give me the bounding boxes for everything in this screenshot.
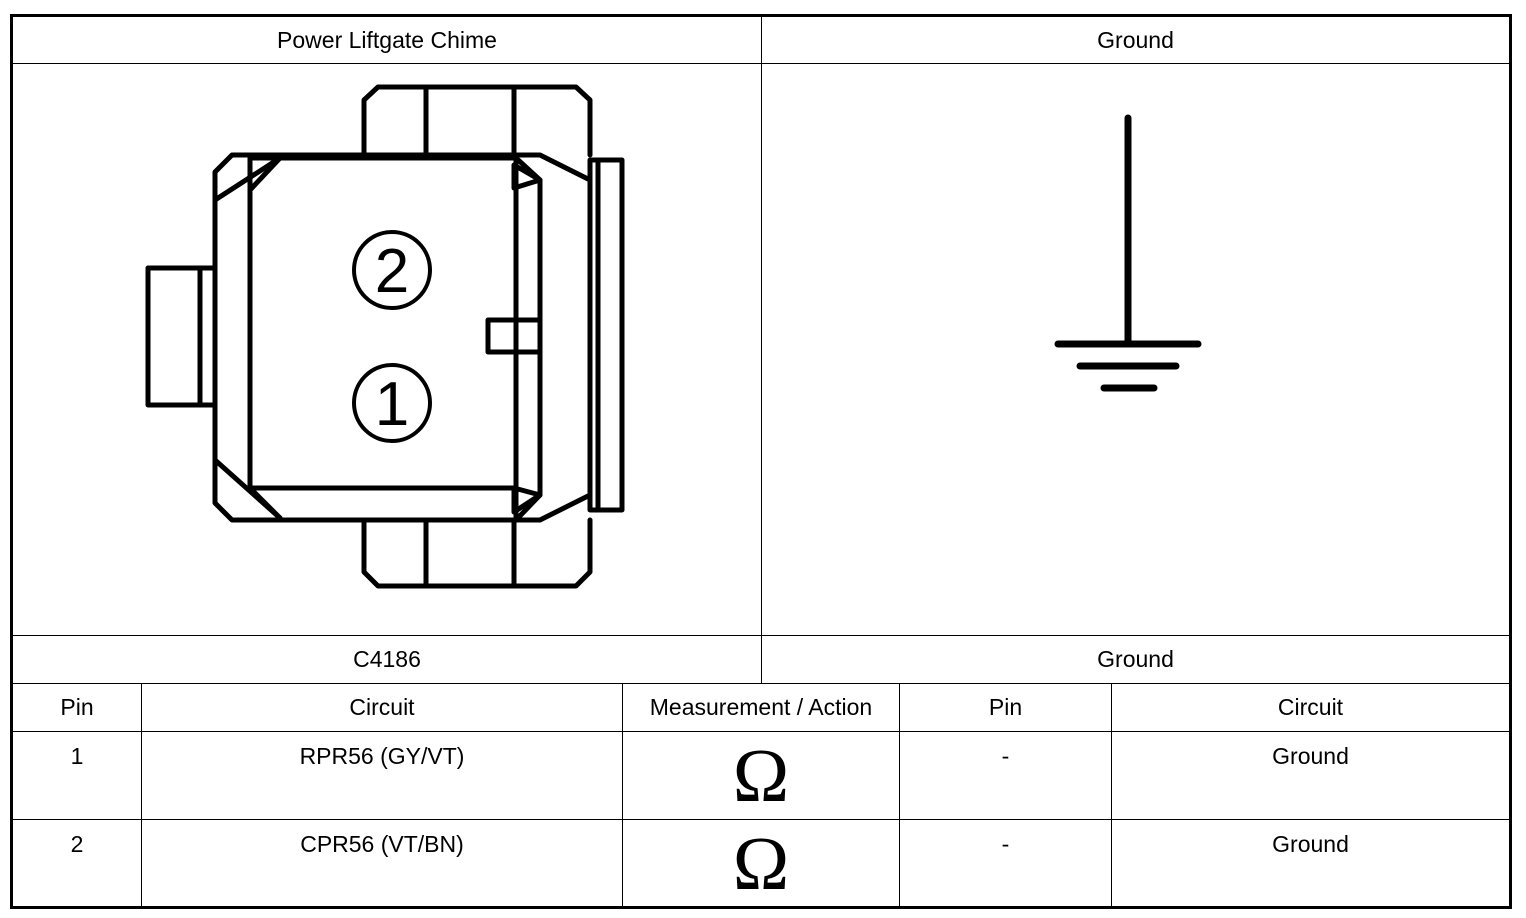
right-connector-label: Ground xyxy=(1097,646,1174,672)
table-cell-circuit: RPR56 (GY/VT) xyxy=(299,743,465,769)
column-header-circuit-2: Circuit xyxy=(1277,694,1344,720)
column-header-measurement: Measurement / Action xyxy=(649,694,873,720)
table-cell-pin-2: - xyxy=(1001,743,1010,769)
column-header-pin-2: Pin xyxy=(988,694,1023,720)
table-cell-circuit-2: Ground xyxy=(1272,831,1349,857)
column-header-circuit: Circuit xyxy=(349,694,415,720)
pin-1-circle xyxy=(352,363,432,443)
column-header-pin: Pin xyxy=(60,694,94,720)
pin-1-label: 1 xyxy=(375,370,409,439)
grid-line xyxy=(899,683,900,907)
pin-2-label: 2 xyxy=(375,237,409,306)
grid-line xyxy=(141,683,142,907)
grid-line xyxy=(761,16,762,684)
ohm-icon: Ω xyxy=(732,822,790,906)
table-cell-pin: 2 xyxy=(70,831,84,857)
grid-line xyxy=(12,731,1510,732)
connector-face-diagram: 2 1 xyxy=(145,84,625,589)
grid-line xyxy=(622,683,623,907)
table-cell-circuit-2: Ground xyxy=(1272,743,1349,769)
ohm-icon: Ω xyxy=(732,734,790,818)
grid-line xyxy=(12,819,1510,820)
left-title: Power Liftgate Chime xyxy=(277,26,497,53)
table-cell-circuit: CPR56 (VT/BN) xyxy=(300,831,464,857)
left-connector-label: C4186 xyxy=(353,646,421,672)
right-title: Ground xyxy=(1097,26,1174,53)
pin-2-circle xyxy=(352,230,432,310)
ground-symbol-icon xyxy=(1054,114,1202,392)
table-cell-pin-2: - xyxy=(1001,831,1010,857)
diagram-frame xyxy=(10,14,1512,909)
table-cell-pin: 1 xyxy=(70,743,84,769)
grid-line xyxy=(1111,683,1112,907)
